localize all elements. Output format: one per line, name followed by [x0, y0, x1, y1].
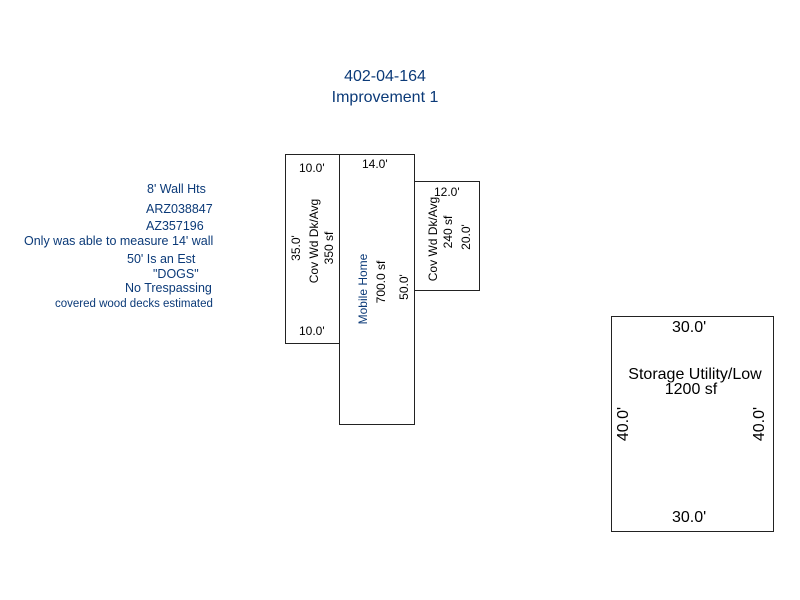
- mobile-home-area: 700.0 sf: [374, 260, 388, 304]
- storage-bottom-dim: 30.0': [672, 509, 707, 526]
- left-deck-label: Cov Wd Dk/Avg: [307, 198, 321, 284]
- decks-note: covered wood decks estimated: [55, 298, 213, 310]
- storage-left-dim: 40.0': [615, 406, 632, 442]
- left-deck-bottom-dim: 10.0': [299, 324, 325, 338]
- storage-label: Storage Utility/Low: [628, 366, 762, 383]
- estimate-note: 50' Is an Est: [127, 252, 196, 266]
- right-deck-top-dim: 12.0': [434, 185, 460, 199]
- left-deck-side-dim: 35.0': [289, 235, 303, 261]
- right-deck-label: Cov Wd Dk/Avg: [426, 196, 440, 282]
- mobile-home-outline: [339, 154, 415, 425]
- parcel-number: 402-04-164: [344, 68, 426, 85]
- left-deck-top-dim: 10.0': [299, 161, 325, 175]
- permit-note-2: AZ357196: [146, 219, 204, 233]
- left-deck-outline: [285, 154, 340, 344]
- storage-outline: [611, 316, 774, 532]
- storage-top-dim: 30.0': [672, 319, 707, 336]
- no-trespassing-note: No Trespassing: [125, 281, 212, 295]
- right-deck-outline: [414, 181, 480, 291]
- mobile-home-top-dim: 14.0': [362, 157, 388, 171]
- improvement-title: Improvement 1: [331, 89, 439, 106]
- right-deck-side-dim: 20.0': [459, 224, 473, 250]
- storage-right-dim: 40.0': [751, 406, 768, 442]
- mobile-home-label: Mobile Home: [356, 253, 370, 325]
- measure-note: Only was able to measure 14' wall: [24, 234, 214, 248]
- storage-area: 1200 sf: [664, 381, 718, 398]
- left-deck-area: 350 sf: [322, 231, 336, 265]
- permit-note-1: ARZ038847: [146, 202, 213, 216]
- dogs-note: "DOGS": [153, 267, 199, 281]
- wall-heights-note: 8' Wall Hts: [147, 182, 206, 196]
- mobile-home-side-dim: 50.0': [397, 274, 411, 300]
- right-deck-area: 240 sf: [441, 215, 455, 249]
